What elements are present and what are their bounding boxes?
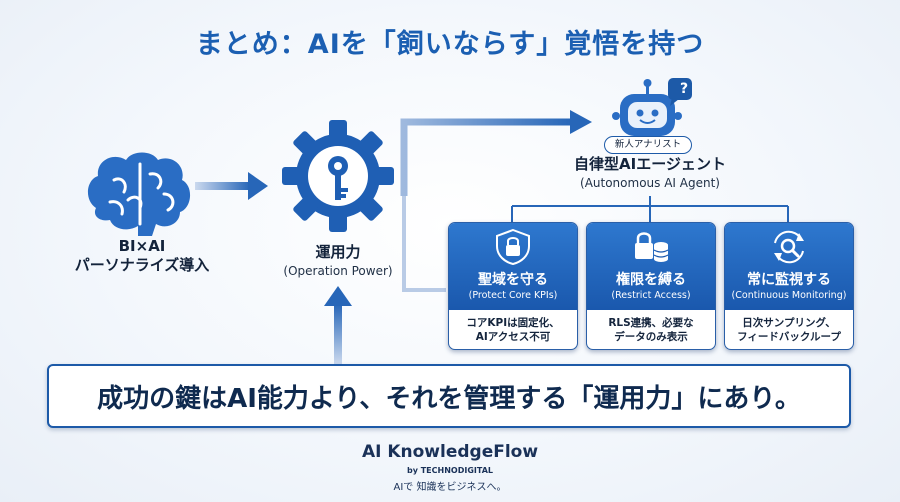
page-title: まとめ：AIを「飼いならす」覚悟を持つ [195,29,705,60]
card-sub: (Protect Core KPIs) [468,290,558,301]
card-body-line2: データのみ表示 [614,330,688,343]
bi-label-line1: BI×AI [118,237,166,255]
card-title: 聖域を守る [478,272,548,288]
robot-icon [612,79,682,136]
card-protect-kpis: 聖域を守る (Protect Core KPIs) コアKPIは固定化、AIアク… [448,222,578,350]
agent-title: 自律型AIエージェント [574,155,726,173]
card-body: RLS連携、必要なデータのみ表示 [587,310,715,349]
card-body-line2: AIアクセス不可 [475,330,551,343]
card-sub: (Continuous Monitoring) [731,290,847,301]
lock-database-icon [635,232,669,262]
gear-key-icon [282,120,394,232]
card-title: 常に監視する [747,272,831,288]
ops-label: 運用力 (Operation Power) [268,243,408,281]
agent-sub: (Autonomous AI Agent) [580,176,720,190]
magnifier-refresh-icon [774,230,804,264]
shield-lock-icon [496,229,530,265]
ops-sub: (Operation Power) [283,264,393,278]
footer-by: by TECHNODIGITAL [407,466,493,475]
arrow-ops-to-agent [400,110,592,196]
card-body: コアKPIは固定化、AIアクセス不可 [449,310,577,349]
card-sub: (Restrict Access) [611,290,691,301]
agent-badge: 新人アナリスト [604,136,692,154]
card-body-line1: 日次サンプリング、 [742,316,836,329]
card-body-line1: コアKPIは固定化、 [466,316,560,329]
card-continuous-monitoring: 常に監視する (Continuous Monitoring) 日次サンプリング、… [724,222,854,350]
connector-ops-to-cards [402,196,446,292]
bi-label-line2: パーソナライズ導入 [74,256,210,274]
agent-label: 自律型AIエージェント (Autonomous AI Agent) [555,155,745,193]
card-restrict-access: 権限を縛る (Restrict Access) RLS連携、必要なデータのみ表示 [586,222,716,350]
card-body: 日次サンプリング、フィードバックループ [725,310,853,349]
agent-to-cards-tree [511,196,789,222]
footer-brand: AI KnowledgeFlow [361,442,539,462]
question-mark: ? [679,81,689,97]
card-body-line2: フィードバックループ [737,330,841,343]
arrow-bi-to-ops [195,172,268,200]
ops-title: 運用力 [315,243,361,261]
bi-label: BI×AI パーソナライズ導入 [72,237,212,275]
arrow-banner-to-ops [324,286,352,364]
key-message-banner: 成功の鍵はAI能力より、それを管理する「運用力」にあり。 [47,364,851,428]
footer-tagline: AIで 知識をビジネスへ。 [393,482,507,493]
question-bubble-icon [668,78,692,106]
brain-icon [87,152,191,236]
card-title: 権限を縛る [616,272,686,288]
card-body-line1: RLS連携、必要な [608,316,694,329]
